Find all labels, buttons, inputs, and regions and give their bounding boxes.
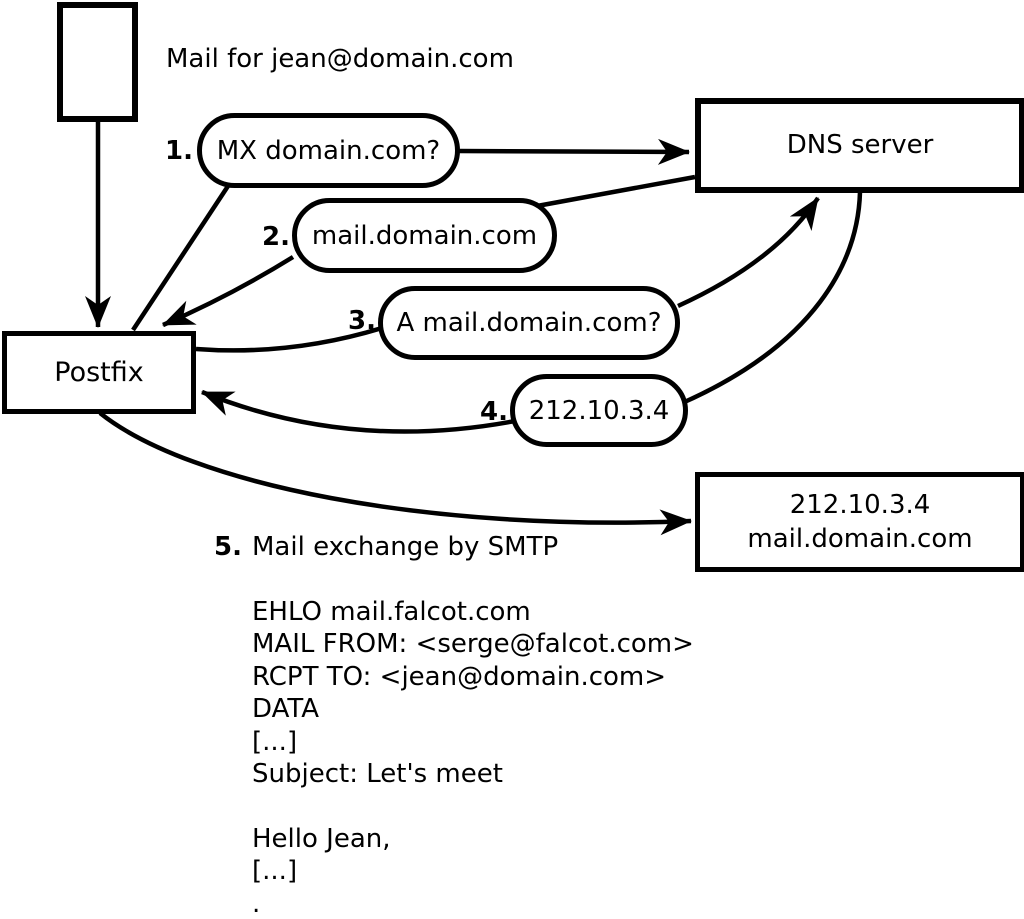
line-dns-to-reply4 <box>679 191 863 407</box>
step-1-number: 1. <box>165 136 193 166</box>
dns-server-label: DNS server <box>786 129 934 160</box>
query-a-pill: A mail.domain.com? <box>378 286 680 360</box>
arrow-postfix-to-mailhost <box>98 411 692 536</box>
line-postfix-to-query1 <box>131 178 234 332</box>
query-mx-pill: MX domain.com? <box>197 113 460 188</box>
step-5-number: 5. <box>214 532 242 562</box>
smtp-exchange-label: Mail exchange by SMTP <box>252 532 559 562</box>
arrow-query3-to-dns <box>677 196 820 309</box>
query-mx-label: MX domain.com? <box>216 135 441 166</box>
mail-message-icon <box>57 2 138 122</box>
mailhost-name-label: mail.domain.com <box>747 524 973 554</box>
query-a-label: A mail.domain.com? <box>396 308 662 338</box>
dns-server-node: DNS server <box>695 98 1024 193</box>
smtp-session-transcript: EHLO mail.falcot.com MAIL FROM: <serge@f… <box>252 597 694 919</box>
mail-note-label: Mail for jean@domain.com <box>166 44 514 74</box>
arrow-query1-to-dns <box>457 138 690 165</box>
line-dns-to-reply2 <box>536 174 696 209</box>
step-4-number: 4. <box>480 397 508 427</box>
step-2-number: 2. <box>262 222 290 252</box>
line-postfix-to-query3 <box>195 325 383 353</box>
step-3-number: 3. <box>348 306 376 336</box>
reply-mx-label: mail.domain.com <box>311 220 538 251</box>
reply-mx-pill: mail.domain.com <box>292 198 557 273</box>
arrow-reply2-to-postfix <box>162 255 295 328</box>
postfix-label: Postfix <box>54 356 144 388</box>
reply-a-pill: 212.10.3.4 <box>510 374 688 447</box>
arrow-reply4-to-postfix <box>201 389 516 434</box>
mailhost-node: 212.10.3.4 mail.domain.com <box>695 472 1024 572</box>
mailhost-ip-label: 212.10.3.4 <box>789 490 931 520</box>
postfix-node: Postfix <box>2 331 196 414</box>
reply-a-label: 212.10.3.4 <box>528 395 670 426</box>
